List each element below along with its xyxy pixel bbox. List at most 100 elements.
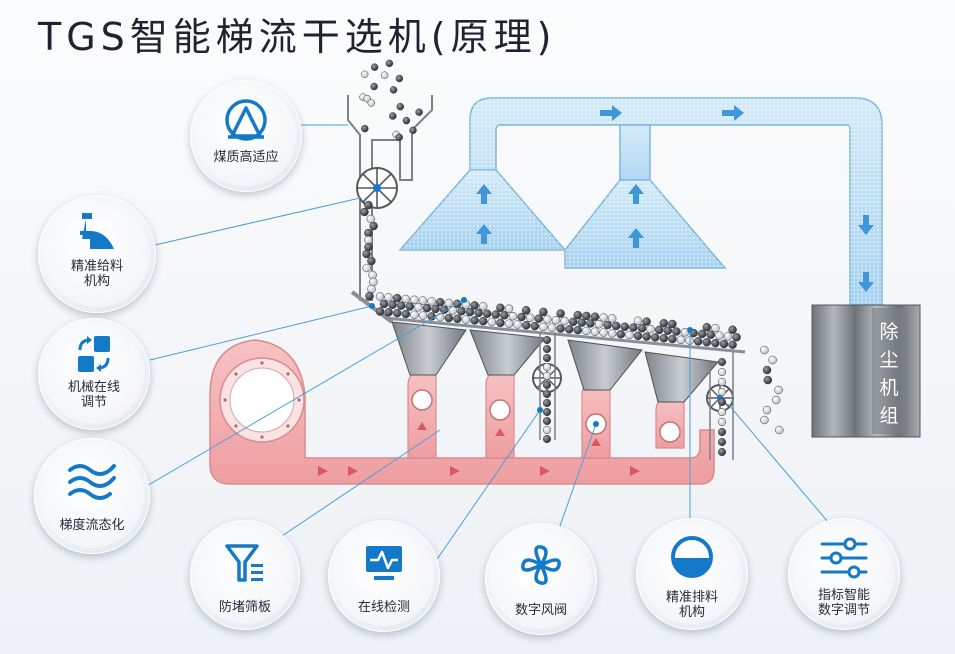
coal-particle xyxy=(599,328,608,337)
coal-particle xyxy=(487,317,497,327)
coal-particle xyxy=(629,323,638,332)
coal-particle xyxy=(392,293,402,303)
coal-particle xyxy=(719,339,729,349)
coal-particle xyxy=(364,242,373,252)
coal-particle xyxy=(457,307,466,316)
coal-particle xyxy=(508,311,518,321)
coal-particle xyxy=(461,315,471,324)
coal-particle xyxy=(370,82,378,91)
badge-label: 防堵筛板 xyxy=(218,600,271,615)
coal-particle xyxy=(654,325,664,335)
coal-particle xyxy=(542,362,552,372)
coal-particle xyxy=(693,337,703,346)
coal-particle xyxy=(388,300,397,310)
badge-digital-valve: 数字风阀 xyxy=(485,523,597,635)
coal-particle xyxy=(717,357,727,367)
coal-particle xyxy=(717,427,727,437)
dust-label-char: 除 xyxy=(879,321,899,343)
fan-icon xyxy=(521,545,561,585)
coal-particle xyxy=(590,327,600,336)
coal-particle xyxy=(717,367,727,377)
coal-particle xyxy=(668,319,677,329)
coal-particle xyxy=(370,63,379,71)
badge-precise-discharge: 精准排料机构 xyxy=(636,518,748,630)
coal-particle xyxy=(375,292,385,301)
coal-particle xyxy=(435,297,445,307)
coal-particle xyxy=(659,318,669,328)
callout-lines xyxy=(144,124,841,566)
coal-particle xyxy=(444,298,454,308)
dust-unit-label: 除 尘 机 组 xyxy=(878,318,900,430)
coal-particle xyxy=(607,329,617,338)
coal-particle xyxy=(496,303,505,313)
coal-particle xyxy=(717,377,727,387)
badge-label: 精准给料机构 xyxy=(70,259,123,289)
coal-particle xyxy=(676,335,686,345)
coal-particle xyxy=(482,309,492,318)
coal-particle xyxy=(362,249,371,259)
coal-particle xyxy=(715,331,724,340)
coal-particle xyxy=(444,313,454,323)
coal-particle xyxy=(771,395,781,405)
coal-particle xyxy=(659,333,669,343)
coal-particle xyxy=(410,310,419,320)
coal-particle xyxy=(717,397,727,407)
coal-particle xyxy=(418,311,428,320)
badge-precise-feeding: 精准给料机构 xyxy=(38,195,156,313)
coal-particle xyxy=(368,270,377,280)
coal-particle xyxy=(431,304,440,314)
coal-particle xyxy=(409,126,417,135)
coal-particle xyxy=(389,86,398,94)
coal-particle xyxy=(717,437,727,447)
coal-particle xyxy=(384,308,393,317)
coal-particle xyxy=(392,308,402,318)
coal-particle xyxy=(521,306,531,315)
feed-chute xyxy=(347,95,433,324)
coal-particle xyxy=(491,310,501,319)
coal-particle xyxy=(556,324,565,333)
badge-digital-adjust: 指标智能数字调节 xyxy=(788,518,900,630)
coal-particle xyxy=(542,371,552,381)
coal-particle xyxy=(542,344,552,354)
dust-label-char: 组 xyxy=(879,405,899,427)
coal-particle xyxy=(369,277,378,287)
coal-particle xyxy=(702,322,712,332)
coal-particle xyxy=(564,325,574,334)
coal-particle xyxy=(775,425,784,435)
coal-particle xyxy=(728,325,737,334)
coal-particle xyxy=(590,312,600,321)
badge-label: 梯度流态化 xyxy=(59,518,125,533)
coal-particle xyxy=(474,308,483,318)
coal-particle xyxy=(542,353,552,363)
coal-particle xyxy=(760,415,769,425)
coal-particle xyxy=(375,307,385,316)
coal-particle xyxy=(364,200,373,210)
coal-particle xyxy=(521,321,531,330)
coal-particle xyxy=(534,314,544,323)
coal-particle xyxy=(556,309,565,318)
coal-particle xyxy=(728,340,737,349)
coal-particle xyxy=(616,329,626,339)
badge-coal-quality: 煤质高适应 xyxy=(190,80,302,192)
coal-particle xyxy=(500,311,509,320)
coal-particle xyxy=(504,319,514,328)
filter-icon xyxy=(225,544,263,582)
coal-particle xyxy=(697,329,707,339)
coal-particle xyxy=(542,380,552,390)
coal-particle xyxy=(401,294,411,304)
coal-particle xyxy=(717,407,727,417)
coal-particle xyxy=(717,417,727,427)
coal-particle xyxy=(577,318,587,327)
coal-particle xyxy=(367,256,376,266)
badge-label: 精准排料机构 xyxy=(665,590,718,620)
coal-particle xyxy=(668,334,677,344)
coal-particle xyxy=(405,302,415,311)
coal-particle xyxy=(642,317,651,326)
badge-gradient-flow: 梯度流态化 xyxy=(34,438,150,554)
coal-particle xyxy=(496,318,505,328)
coal-particle xyxy=(717,387,727,397)
waves-icon xyxy=(68,464,116,500)
badge-label: 在线检测 xyxy=(357,600,410,615)
coal-particle xyxy=(611,321,621,331)
coal-particle xyxy=(551,315,561,325)
